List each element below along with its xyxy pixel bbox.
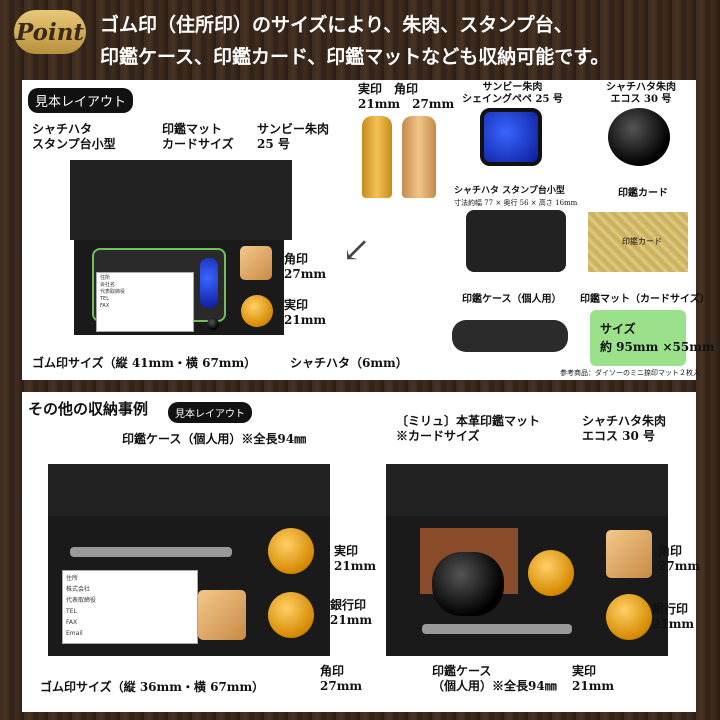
blue-ink-bottle bbox=[200, 258, 218, 308]
shachihata-6mm bbox=[207, 318, 219, 330]
left-inkan-case bbox=[70, 547, 232, 557]
label-pad-dims: 寸法約幅 77 × 奥行 56 × 高さ 16mm bbox=[454, 199, 578, 207]
kakuin-stamp bbox=[240, 246, 272, 280]
label-mat-card: 印鑑マットカードサイズ bbox=[162, 122, 234, 151]
left-jitsuin bbox=[268, 528, 314, 574]
right-inkan-case bbox=[422, 624, 572, 634]
header: Point ゴム印（住所印）のサイズにより、朱肉、スタンプ台、 印鑑ケース、印鑑… bbox=[0, 0, 720, 78]
right-jitsuin bbox=[528, 550, 574, 596]
jitsuin-stamp bbox=[241, 295, 273, 327]
right-kakuin bbox=[606, 530, 652, 578]
left-box-lid bbox=[48, 464, 330, 516]
ref-note: 参考商品：ダイソーのミニ捺印マット２枚入 bbox=[560, 369, 700, 377]
label-sunby-title: サンビー朱肉シェイングペペ 25 号 bbox=[462, 82, 563, 105]
label-rubber-size: ゴム印サイズ（縦 41mm・横 67mm） bbox=[32, 356, 257, 370]
left-ginkou bbox=[268, 592, 314, 638]
jitsuin-hanko bbox=[362, 116, 392, 198]
kakuin-hanko bbox=[402, 116, 436, 198]
label-case-title: 印鑑ケース（個人用） bbox=[462, 294, 562, 305]
other-examples-panel: その他の収納事例 見本レイアウト 印鑑ケース（個人用）※全長94㎜ 住所株式会社… bbox=[22, 392, 700, 712]
left-rubber-size: ゴム印サイズ（縦 36mm・横 67mm） bbox=[40, 680, 265, 694]
label-stamp-pad-small: シャチハタスタンプ台小型 bbox=[32, 122, 116, 151]
header-line-1: ゴム印（住所印）のサイズにより、朱肉、スタンプ台、 bbox=[100, 14, 573, 36]
inkan-card: 印鑑カード bbox=[588, 212, 688, 272]
label-shachihata: シャチハタ（6mm） bbox=[290, 356, 408, 370]
curved-arrow-icon: ↙ bbox=[342, 230, 371, 270]
right-ecos-pad bbox=[432, 552, 504, 616]
label-pad-title: シャチハタ スタンプ台小型 bbox=[454, 186, 565, 196]
sunby-ink-pad bbox=[480, 108, 542, 166]
header-line-2: 印鑑ケース、印鑑カード、印鑑マットなども収納可能です。 bbox=[100, 46, 610, 68]
box-lid bbox=[70, 160, 292, 240]
ecos-ink-pad bbox=[608, 108, 670, 166]
stamp-pad-small bbox=[466, 210, 566, 272]
right-ecos-label: シャチハタ朱肉エコス 30 号 bbox=[582, 414, 667, 443]
point-badge: Point bbox=[14, 10, 86, 54]
right-ginkou bbox=[606, 594, 652, 640]
left-case-label: 印鑑ケース（個人用）※全長94㎜ bbox=[122, 432, 307, 446]
label-card-title: 印鑑カード bbox=[618, 188, 668, 199]
right-case-label: 印鑑ケース（個人用）※全長94㎜ bbox=[432, 664, 557, 693]
other-sample-tag: 見本レイアウト bbox=[168, 402, 252, 423]
right-mat-label: 〔ミリュ〕本革印鑑マット※カードサイズ bbox=[396, 414, 541, 443]
left-kakuin bbox=[198, 590, 246, 640]
inkan-case bbox=[452, 320, 568, 352]
label-mat-title: 印鑑マット（カードサイズ） bbox=[580, 294, 710, 305]
inkan-mat: サイズ 約 95mm ×55mm bbox=[590, 310, 715, 366]
other-examples-title: その他の収納事例 bbox=[28, 400, 149, 418]
sample-layout-tag: 見本レイアウト bbox=[28, 88, 134, 113]
right-box-lid bbox=[386, 464, 668, 516]
label-ecos-title: シャチハタ朱肉エコス 30 号 bbox=[606, 82, 676, 105]
